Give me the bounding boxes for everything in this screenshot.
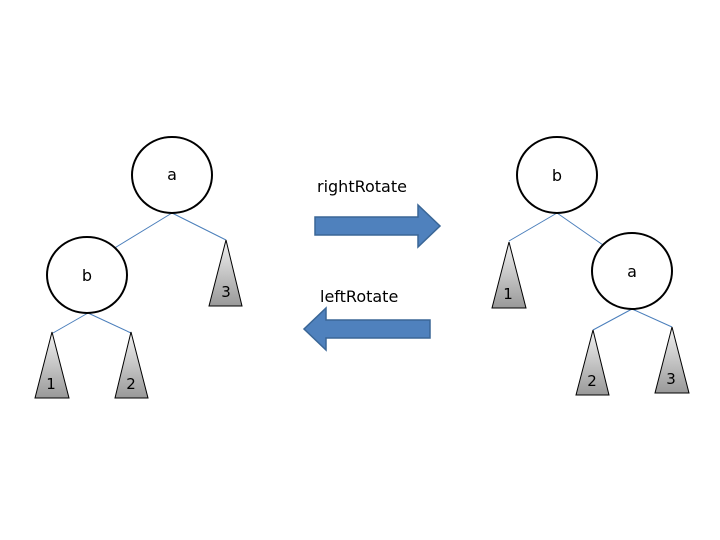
left-subtree-2: 2 — [114, 331, 149, 399]
left-child-label: b — [82, 266, 92, 285]
right-child-label: a — [627, 262, 637, 281]
right-subtree-3: 3 — [654, 326, 690, 394]
left-subtree-3-label: 3 — [221, 283, 231, 301]
left-edge-b-2 — [87, 312, 132, 334]
left-tree: a b 1 2 3 — [34, 136, 243, 399]
left-root-label: a — [167, 165, 177, 184]
right-rotate-label: rightRotate — [317, 177, 407, 196]
right-edge-b-1 — [508, 212, 558, 242]
right-edge-a-2 — [592, 308, 633, 331]
right-subtree-1-label: 1 — [503, 285, 513, 303]
left-subtree-1: 1 — [34, 331, 70, 399]
left-rotate-arrow-group: leftRotate — [302, 287, 431, 352]
right-edge-a-3 — [631, 308, 673, 328]
left-subtree-1-label: 1 — [46, 375, 56, 393]
left-edge-b-1 — [52, 312, 89, 334]
right-root-node: b — [516, 136, 598, 214]
left-edge-a-b — [112, 212, 173, 250]
right-subtree-3-label: 3 — [666, 370, 676, 388]
left-rotate-arrow — [302, 306, 431, 352]
left-child-node: b — [46, 236, 128, 314]
right-child-node: a — [591, 232, 673, 310]
left-edge-a-3 — [171, 212, 227, 241]
right-rotate-arrow-group: rightRotate — [314, 177, 442, 249]
right-subtree-2-label: 2 — [587, 372, 597, 390]
right-subtree-1: 1 — [491, 241, 527, 309]
left-subtree-2-label: 2 — [126, 375, 136, 393]
left-subtree-3: 3 — [208, 239, 243, 307]
left-rotate-label: leftRotate — [320, 287, 398, 306]
right-edge-b-a — [556, 212, 604, 246]
left-root-node: a — [131, 136, 213, 214]
right-rotate-arrow — [314, 203, 442, 249]
right-subtree-2: 2 — [575, 329, 610, 396]
right-tree: b a 1 2 3 — [491, 136, 690, 396]
right-root-label: b — [552, 166, 562, 185]
